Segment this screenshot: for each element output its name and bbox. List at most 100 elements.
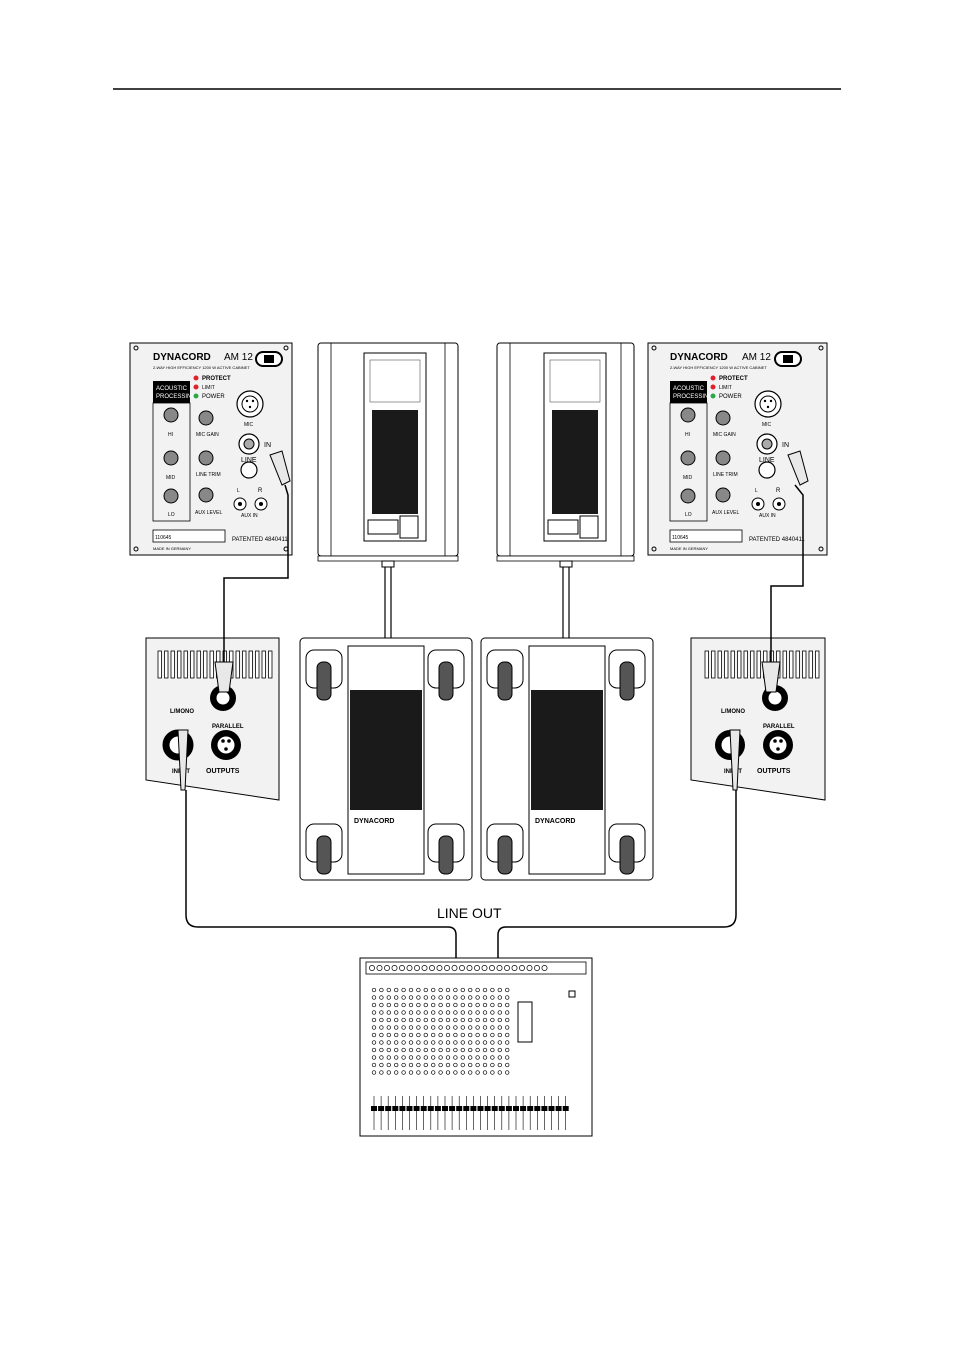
hi-knob[interactable]	[163, 407, 179, 423]
sub-panel-left: L/MONO PARALLEL INPUT OUTPUTS	[145, 637, 280, 801]
brand-logo-icon	[774, 351, 802, 367]
heatsink	[552, 410, 598, 514]
mid-knob[interactable]	[163, 450, 179, 466]
led-protect-label: PROTECT	[719, 376, 748, 382]
amp-brand: DYNACORD	[670, 352, 728, 363]
led-limit-label: LIMIT	[719, 385, 732, 391]
power-led-icon	[710, 393, 716, 399]
mic-gain-knob[interactable]	[198, 410, 214, 426]
hi-knob[interactable]	[680, 407, 696, 423]
aux-level-label: AUX LEVEL	[195, 510, 222, 516]
mixing-console	[359, 957, 593, 1137]
mid-label: MID	[166, 475, 176, 481]
handle-icon	[305, 649, 343, 701]
mic-xlr-jack-icon[interactable]	[236, 390, 264, 418]
mic-label: MIC	[244, 422, 254, 428]
mid-label: MID	[683, 475, 693, 481]
cables	[185, 484, 804, 962]
speaker-pole-right	[559, 560, 573, 641]
protect-led-icon	[193, 375, 199, 381]
handle-icon	[427, 649, 465, 701]
led-power-label: POWER	[719, 394, 742, 400]
subwoofer-right: DYNACORD	[480, 637, 654, 881]
hi-label: HI	[685, 432, 690, 438]
made-in-label: MADE IN GERMANY	[670, 546, 708, 551]
amp-panel-right: DYNACORD AM 12 2-WAY HIGH EFFICIENCY 120…	[647, 342, 828, 556]
mic-gain-label: MIC GAIN	[196, 432, 219, 438]
parallel-label: PARALLEL	[763, 724, 795, 730]
parallel-label: PARALLEL	[212, 724, 244, 730]
amp-panel-left: DYNACORD AM 12 2-WAY HIGH EFFICIENCY 120…	[129, 342, 293, 556]
serial-label: 110645	[155, 535, 172, 541]
line-trim-knob[interactable]	[715, 450, 731, 466]
speaker-cabinet-right	[496, 342, 635, 562]
protect-led-icon	[710, 375, 716, 381]
cable-mixer-to-sub-right	[497, 790, 737, 962]
line-trim-label: LINE TRIM	[196, 472, 221, 478]
lo-label: LO	[685, 512, 692, 518]
power-led-icon	[193, 393, 199, 399]
sub-panel-right: L/MONO PARALLEL INPUT OUTPUTS	[690, 637, 826, 801]
heatsink	[350, 690, 422, 810]
acoustic-processing-header	[153, 381, 190, 403]
mic-xlr-jack-icon[interactable]	[754, 390, 782, 418]
amp-model: AM 12	[224, 352, 253, 363]
aux-r-label: R	[258, 488, 263, 494]
serial-plate	[152, 529, 226, 543]
speaker-cabinet-left	[317, 342, 459, 562]
aux-in-label: AUX IN	[759, 513, 776, 519]
led-limit-label: LIMIT	[202, 385, 215, 391]
mic-gain-label: MIC GAIN	[713, 432, 736, 438]
outputs-label: OUTPUTS	[757, 768, 791, 775]
amp-brand: DYNACORD	[153, 352, 211, 363]
handle-icon	[427, 823, 465, 875]
in-label: IN	[782, 442, 789, 449]
amp-tagline: 2-WAY HIGH EFFICIENCY 1200 W ACTIVE CABI…	[670, 365, 767, 370]
cable-amp-right-to-sub	[770, 484, 804, 662]
lo-label: LO	[168, 512, 175, 518]
made-in-label: MADE IN GERMANY	[153, 546, 191, 551]
acoustic-processing-header	[670, 381, 707, 403]
in-label: IN	[264, 442, 271, 449]
serial-plate	[669, 529, 743, 543]
handle-icon	[305, 823, 343, 875]
limit-led-icon	[710, 384, 716, 390]
heatsink	[372, 410, 418, 514]
aux-l-label: L	[237, 488, 240, 494]
aux-l-label: L	[755, 488, 758, 494]
outputs-label: OUTPUTS	[206, 768, 240, 775]
handle-icon	[486, 649, 524, 701]
sub-brand: DYNACORD	[354, 818, 394, 825]
line-label: LINE	[759, 457, 775, 464]
lmono-label: L/MONO	[170, 709, 194, 715]
aux-level-knob[interactable]	[198, 487, 214, 503]
aux-r-label: R	[776, 488, 781, 494]
section-title-line2: PROCESSING	[156, 394, 196, 400]
mic-label: MIC	[762, 422, 772, 428]
patented-label: PATENTED 4840411	[232, 537, 288, 543]
subwoofer-left: DYNACORD	[299, 637, 473, 881]
mic-gain-knob[interactable]	[715, 410, 731, 426]
patented-label: PATENTED 4840411	[749, 537, 805, 543]
led-power-label: POWER	[202, 394, 225, 400]
section-title-line1: ACOUSTIC	[156, 386, 188, 392]
amp-model: AM 12	[742, 352, 771, 363]
sub-brand: DYNACORD	[535, 818, 575, 825]
lmono-label: L/MONO	[721, 709, 745, 715]
line-jack-2-icon[interactable]	[240, 461, 258, 479]
led-protect-label: PROTECT	[202, 376, 231, 382]
lo-knob[interactable]	[680, 488, 696, 504]
lo-knob[interactable]	[163, 488, 179, 504]
aux-level-knob[interactable]	[715, 487, 731, 503]
aux-in-label: AUX IN	[241, 513, 258, 519]
line-trim-knob[interactable]	[198, 450, 214, 466]
handle-icon	[608, 649, 646, 701]
line-jack-2-icon[interactable]	[758, 461, 776, 479]
brand-logo-icon	[255, 351, 283, 367]
section-title-line2: PROCESSING	[673, 394, 713, 400]
limit-led-icon	[193, 384, 199, 390]
master-meter	[517, 1001, 533, 1043]
aux-level-label: AUX LEVEL	[712, 510, 739, 516]
mid-knob[interactable]	[680, 450, 696, 466]
